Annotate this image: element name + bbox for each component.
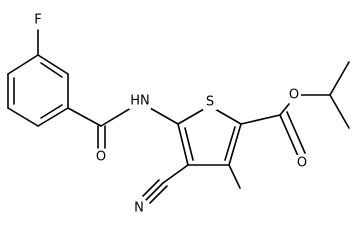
fluorine-label: F	[34, 13, 41, 28]
bond-ring-c1-c2	[7, 54, 39, 75]
nitrile-nitrogen-label: N	[134, 201, 144, 216]
bond-methyl	[228, 164, 241, 189]
ester-oxygen-single-label: O	[289, 88, 299, 103]
bond-thio-double-c4c5	[184, 127, 194, 161]
bond-ester-co-1	[279, 114, 299, 157]
atom-label-layer: F HN O S O O N	[31, 12, 309, 216]
bond-carbonyl-nh	[100, 107, 132, 127]
bond-nh-thiophene	[149, 107, 179, 125]
bond-nitrile-a	[162, 164, 189, 184]
thiophene-sulfur-label: S	[206, 95, 214, 110]
bond-thio-c4-c5	[177, 123, 189, 166]
bond-thio-c2-c3	[228, 123, 242, 166]
bond-ring-c4-c5	[37, 107, 69, 127]
bond-ring-inner-3	[40, 62, 63, 78]
bond-nitrile-triple-2	[142, 179, 160, 197]
amide-nitrogen-label: HN	[130, 94, 150, 109]
bond-thio-s-c2	[214, 108, 242, 125]
bond-ester-co-2	[286, 111, 306, 154]
ester-oxygen-double-label: O	[297, 156, 307, 171]
bond-thio-double-c2c3	[224, 126, 236, 161]
bond-thio-c5-s	[177, 108, 205, 125]
bond-ring-carbonyl	[67, 107, 102, 127]
bond-nitrile-triple-3	[149, 185, 168, 204]
bond-c2-ester-c	[240, 114, 281, 125]
bond-ring-c6-c1	[37, 54, 69, 75]
bond-isopropyl-up	[329, 61, 350, 96]
amide-oxygen-label: O	[96, 150, 106, 165]
bond-layer	[7, 29, 350, 204]
bond-nitrile-triple-1	[145, 182, 164, 201]
molecule-structure-diagram: F HN O S O O N	[7, 12, 350, 216]
bond-ring-inner-2	[40, 104, 63, 119]
bond-ester-c-o	[279, 103, 290, 116]
bond-ring-c3-c4	[7, 107, 39, 127]
bond-isopropyl-down	[329, 94, 350, 129]
